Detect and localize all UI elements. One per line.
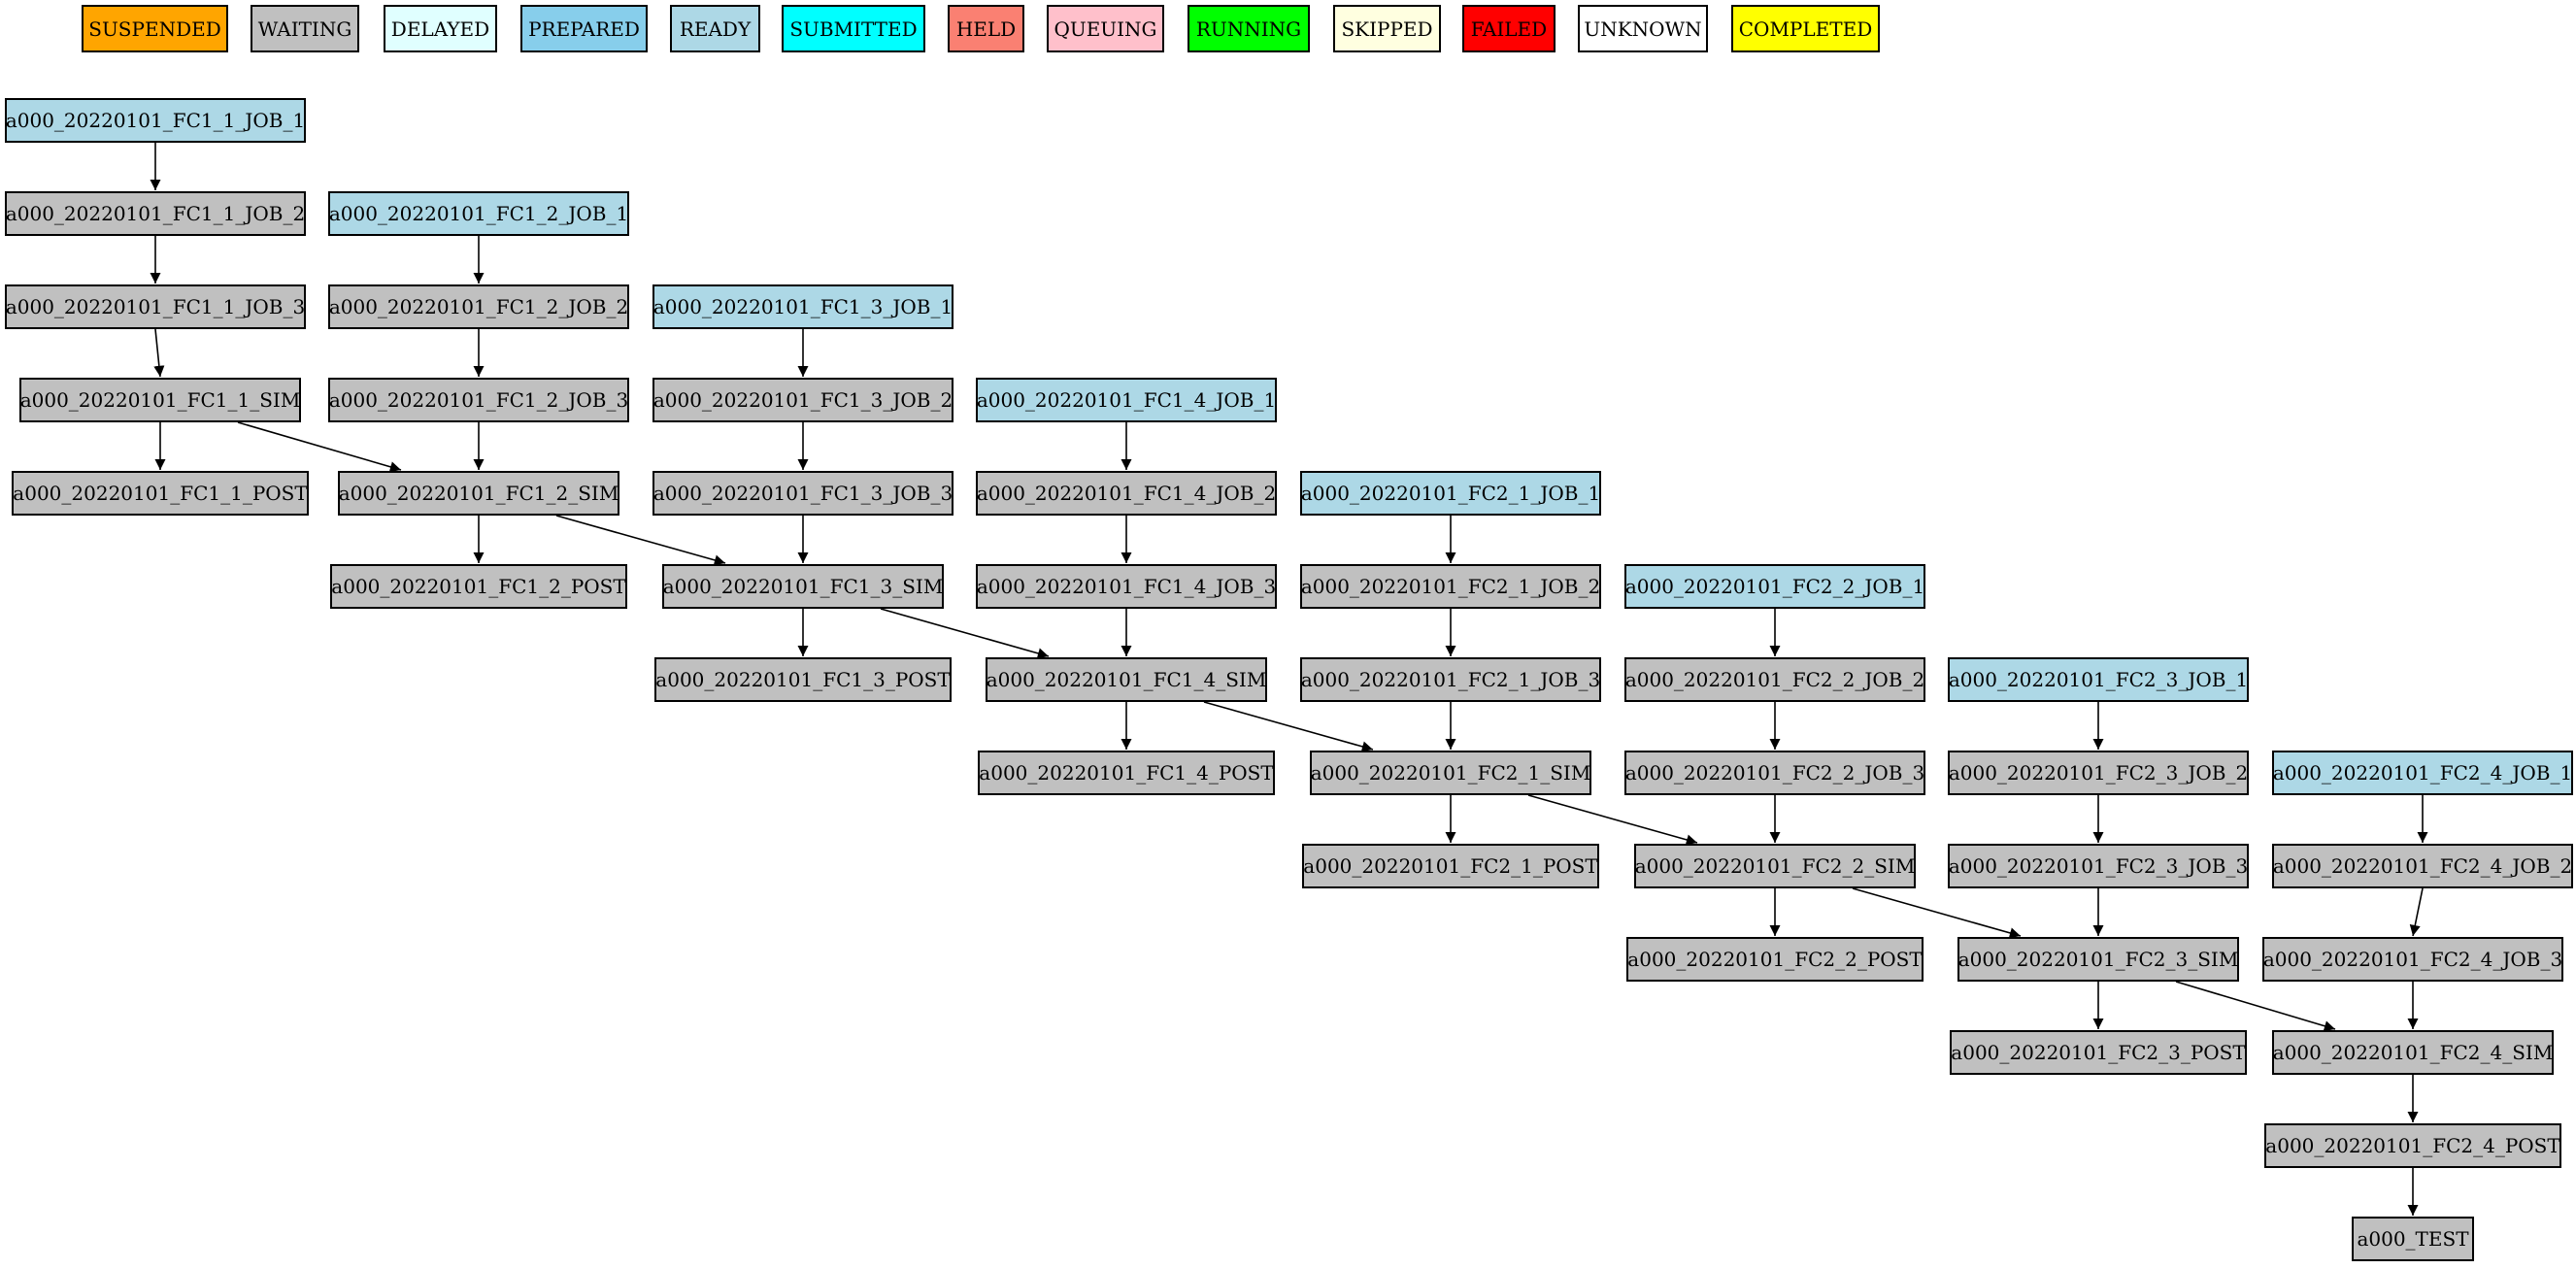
task-node-fc2-1-post[interactable]: a000_20220101_FC2_1_POST	[1302, 844, 1599, 888]
legend-unknown: UNKNOWN	[1578, 5, 1708, 52]
edge-fc1-1-job-3-to-fc1-1-sim	[153, 328, 165, 378]
task-node-fc1-2-job-1[interactable]: a000_20220101_FC1_2_JOB_1	[328, 191, 629, 236]
task-node-fc1-4-job-3[interactable]: a000_20220101_FC1_4_JOB_3	[976, 564, 1277, 609]
task-node-fc1-1-job-3[interactable]: a000_20220101_FC1_1_JOB_3	[5, 284, 306, 329]
task-node-fc1-1-job-2[interactable]: a000_20220101_FC1_1_JOB_2	[5, 191, 306, 236]
legend-completed: COMPLETED	[1731, 5, 1880, 52]
task-node-fc2-1-job-2[interactable]: a000_20220101_FC2_1_JOB_2	[1300, 564, 1601, 609]
task-node-fc2-4-sim[interactable]: a000_20220101_FC2_4_SIM	[2272, 1030, 2554, 1075]
edge-fc1-4-sim-to-fc2-1-sim	[1203, 701, 1374, 752]
task-node-fc2-2-job-1[interactable]: a000_20220101_FC2_2_JOB_1	[1624, 564, 1925, 609]
task-node-fc1-3-job-1[interactable]: a000_20220101_FC1_3_JOB_1	[652, 284, 953, 329]
task-node-fc1-3-job-2[interactable]: a000_20220101_FC1_3_JOB_2	[652, 378, 953, 422]
legend-held: HELD	[948, 5, 1024, 52]
task-node-fc1-4-job-1[interactable]: a000_20220101_FC1_4_JOB_1	[976, 378, 1277, 422]
legend-skipped: SKIPPED	[1333, 5, 1441, 52]
task-node-fc2-4-job-3[interactable]: a000_20220101_FC2_4_JOB_3	[2262, 937, 2563, 982]
task-node-fc2-3-job-2[interactable]: a000_20220101_FC2_3_JOB_2	[1948, 751, 2249, 795]
edge-fc2-2-sim-to-fc2-3-sim	[1852, 887, 2022, 939]
task-node-fc1-3-post[interactable]: a000_20220101_FC1_3_POST	[654, 657, 952, 702]
task-node-test[interactable]: a000_TEST	[2352, 1217, 2474, 1261]
task-node-fc1-4-job-2[interactable]: a000_20220101_FC1_4_JOB_2	[976, 471, 1277, 516]
task-node-fc2-1-job-1[interactable]: a000_20220101_FC2_1_JOB_1	[1300, 471, 1601, 516]
task-node-fc2-1-job-3[interactable]: a000_20220101_FC2_1_JOB_3	[1300, 657, 1601, 702]
legend-ready: READY	[670, 5, 760, 52]
edge-fc1-2-sim-to-fc1-3-sim	[555, 515, 726, 566]
legend-delayed: DELAYED	[384, 5, 497, 52]
edge-fc2-3-sim-to-fc2-4-sim	[2175, 981, 2336, 1032]
task-node-fc2-4-post[interactable]: a000_20220101_FC2_4_POST	[2264, 1123, 2561, 1168]
edge-fc2-1-sim-to-fc2-2-sim	[1527, 794, 1698, 846]
legend-waiting: WAITING	[251, 5, 359, 52]
task-node-fc1-4-sim[interactable]: a000_20220101_FC1_4_SIM	[986, 657, 1267, 702]
task-node-fc1-2-job-3[interactable]: a000_20220101_FC1_2_JOB_3	[328, 378, 629, 422]
task-node-fc1-1-job-1[interactable]: a000_20220101_FC1_1_JOB_1	[5, 98, 306, 143]
task-node-fc2-3-post[interactable]: a000_20220101_FC2_3_POST	[1950, 1030, 2247, 1075]
task-node-fc2-2-job-3[interactable]: a000_20220101_FC2_2_JOB_3	[1624, 751, 1925, 795]
task-node-fc1-1-sim[interactable]: a000_20220101_FC1_1_SIM	[19, 378, 301, 422]
task-node-fc1-3-job-3[interactable]: a000_20220101_FC1_3_JOB_3	[652, 471, 953, 516]
edge-fc1-3-sim-to-fc1-4-sim	[880, 608, 1050, 659]
task-node-fc2-3-job-1[interactable]: a000_20220101_FC2_3_JOB_1	[1948, 657, 2249, 702]
task-node-fc1-2-job-2[interactable]: a000_20220101_FC1_2_JOB_2	[328, 284, 629, 329]
task-node-fc1-4-post[interactable]: a000_20220101_FC1_4_POST	[978, 751, 1275, 795]
legend-queuing: QUEUING	[1047, 5, 1164, 52]
task-node-fc2-3-job-3[interactable]: a000_20220101_FC2_3_JOB_3	[1948, 844, 2249, 888]
legend-failed: FAILED	[1462, 5, 1556, 52]
legend-prepared: PREPARED	[520, 5, 648, 52]
task-node-fc2-2-sim[interactable]: a000_20220101_FC2_2_SIM	[1634, 844, 1916, 888]
edge-fc1-1-sim-to-fc1-2-sim	[237, 421, 402, 473]
task-node-fc2-3-sim[interactable]: a000_20220101_FC2_3_SIM	[1957, 937, 2239, 982]
legend-suspended: SUSPENDED	[82, 5, 228, 52]
task-node-fc2-2-post[interactable]: a000_20220101_FC2_2_POST	[1626, 937, 1924, 982]
task-node-fc1-3-sim[interactable]: a000_20220101_FC1_3_SIM	[662, 564, 944, 609]
task-node-fc2-4-job-1[interactable]: a000_20220101_FC2_4_JOB_1	[2272, 751, 2573, 795]
legend-running: RUNNING	[1188, 5, 1310, 52]
task-node-fc1-1-post[interactable]: a000_20220101_FC1_1_POST	[12, 471, 309, 516]
task-node-fc2-2-job-2[interactable]: a000_20220101_FC2_2_JOB_2	[1624, 657, 1925, 702]
task-node-fc2-4-job-2[interactable]: a000_20220101_FC2_4_JOB_2	[2272, 844, 2573, 888]
legend-submitted: SUBMITTED	[782, 5, 925, 52]
task-node-fc1-2-sim[interactable]: a000_20220101_FC1_2_SIM	[338, 471, 619, 516]
task-node-fc1-2-post[interactable]: a000_20220101_FC1_2_POST	[330, 564, 627, 609]
task-node-fc2-1-sim[interactable]: a000_20220101_FC2_1_SIM	[1310, 751, 1591, 795]
edge-fc2-4-job-2-to-fc2-4-job-3	[2409, 887, 2424, 937]
